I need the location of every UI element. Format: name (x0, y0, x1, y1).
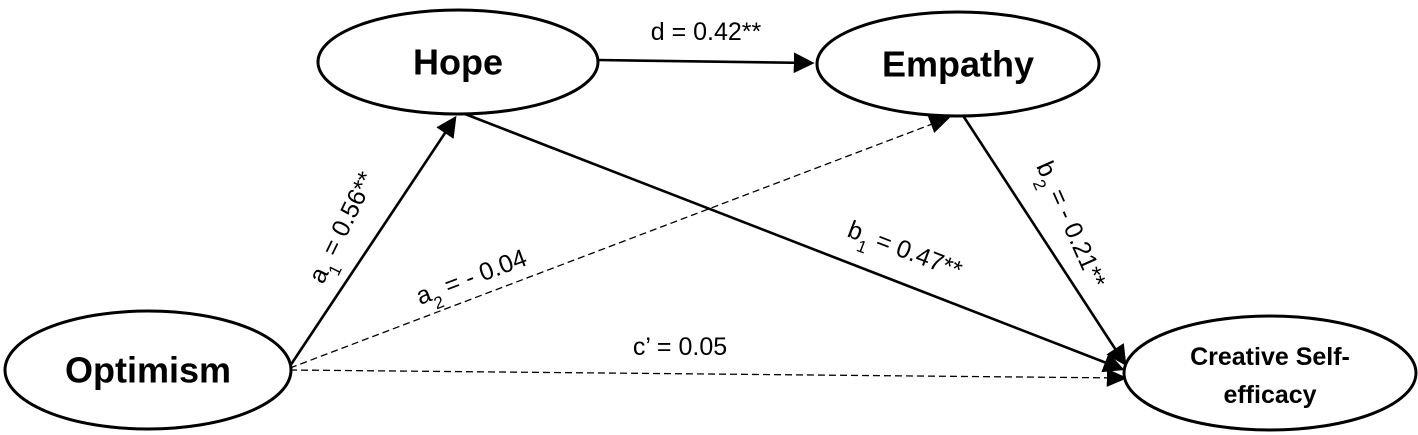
path-hope-to-empathy (597, 52, 815, 74)
label-b1: b1 = 0.47** (841, 215, 966, 291)
path-empathy-to-creative (960, 113, 1127, 367)
label-a2: a2 = - 0.04 (412, 244, 533, 318)
label-c-prime: c’ = 0.05 (633, 333, 727, 361)
path-optimism-to-empathy (289, 115, 951, 369)
label-a1-value: = 0.56** (313, 167, 381, 266)
node-empathy: Empathy (815, 10, 1101, 118)
path-optimism-to-creative (289, 368, 1128, 387)
label-d: d = 0.42** (651, 18, 762, 46)
label-a2-value: = - 0.04 (434, 244, 530, 303)
node-creative-label-line1: Creative Self- (1190, 343, 1350, 371)
node-empathy-label: Empathy (882, 44, 1034, 85)
node-optimism-label: Optimism (65, 350, 231, 391)
node-creative-label-line2: efficacy (1223, 381, 1316, 409)
node-creative-self-efficacy: Creative Self- efficacy (1122, 314, 1418, 432)
node-hope: Hope (316, 8, 600, 116)
label-b2-value: = - 0.21** (1040, 178, 1111, 292)
node-hope-label: Hope (413, 42, 503, 83)
node-optimism: Optimism (3, 309, 293, 431)
path-hope-to-creative (464, 112, 1125, 373)
path-optimism-to-hope (288, 115, 457, 367)
label-a1: a1 = 0.56** (303, 167, 388, 291)
